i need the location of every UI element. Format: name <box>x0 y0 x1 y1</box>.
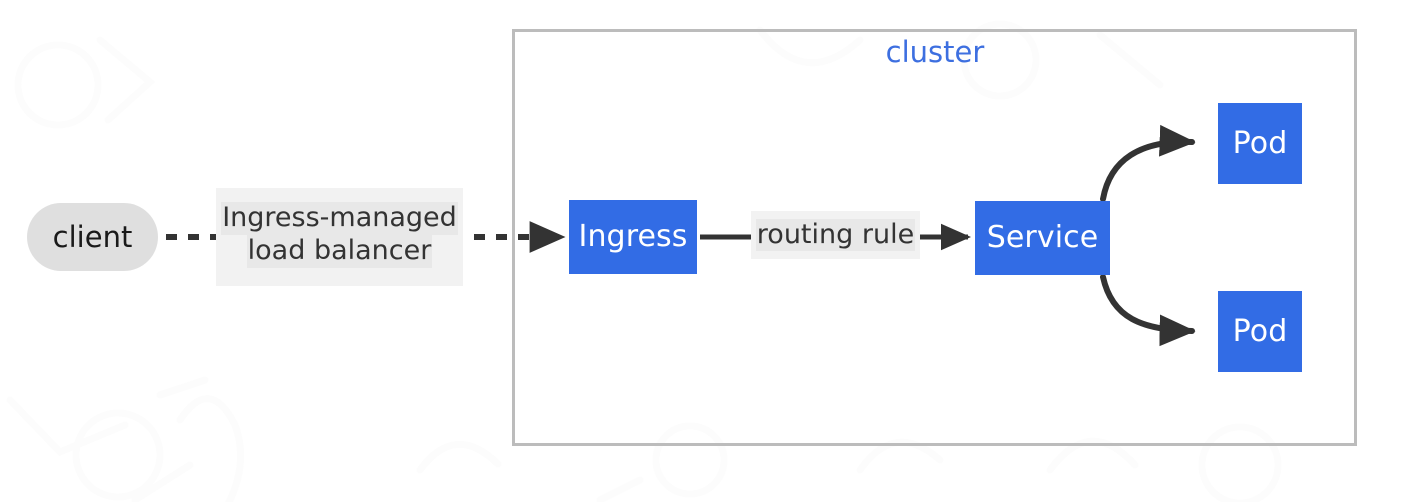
node-ingress-label: Ingress <box>578 219 688 254</box>
edge-label-line-1: routing rule <box>755 218 916 252</box>
node-pod-bottom-label: Pod <box>1232 313 1288 349</box>
edge-label-routing-rule: routing rule <box>751 211 920 259</box>
node-client-label: client <box>52 219 133 254</box>
cluster-label: cluster <box>885 35 985 69</box>
edge-service-to-pod-top <box>1100 124 1196 202</box>
edge-label-line-1: Ingress-managed <box>221 202 458 235</box>
node-service[interactable]: Service <box>975 201 1110 275</box>
node-client[interactable]: client <box>27 203 158 271</box>
edge-label-ingress-managed-load-balancer: Ingress-managed load balancer <box>216 188 463 286</box>
node-pod-top-label: Pod <box>1232 125 1288 161</box>
cluster-boundary <box>512 29 1357 446</box>
node-service-label: Service <box>986 220 1099 255</box>
node-pod-bottom[interactable]: Pod <box>1218 291 1302 372</box>
node-pod-top[interactable]: Pod <box>1218 103 1302 184</box>
edge-service-to-pod-bottom <box>1100 274 1196 347</box>
node-ingress[interactable]: Ingress <box>569 200 697 274</box>
edge-label-line-2: load balancer <box>246 235 433 268</box>
